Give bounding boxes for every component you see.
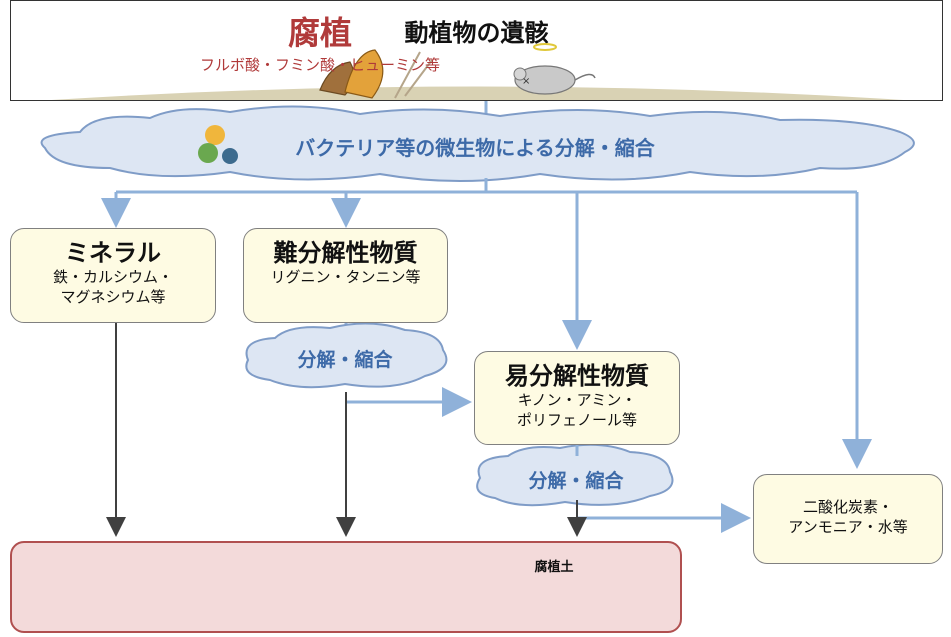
humus-box — [10, 541, 682, 633]
mineral-title: ミネラル — [65, 239, 161, 267]
decomp-label-1: 分解・縮合 — [297, 349, 393, 371]
labile-sub-2: ポリフェノール等 — [516, 411, 637, 429]
humus-sub: フルボ酸・フミン酸・ヒューミン等 — [199, 56, 440, 74]
mineral-sub-1: 鉄・カルシウム・ — [52, 268, 173, 286]
co2-sub-1: 二酸化炭素・ — [802, 498, 893, 516]
labile-title: 易分解性物質 — [505, 362, 649, 390]
microbes-icon — [198, 125, 238, 164]
co2-box: 二酸化炭素・ アンモニア・水等 — [753, 474, 943, 564]
mouse-icon: × — [513, 43, 596, 95]
remains-title: 動植物の遺骸 — [404, 19, 549, 47]
bacteria-cloud — [40, 105, 915, 182]
labile-sub-1: キノン・アミン・ — [517, 391, 637, 409]
mineral-sub-2: マグネシウム等 — [60, 288, 166, 306]
leaves-icon — [319, 49, 433, 99]
bacteria-label: バクテリア等の微生物による分解・縮合 — [295, 136, 655, 160]
decomp-cloud-1 — [245, 322, 448, 389]
mineral-box: ミネラル 鉄・カルシウム・ マグネシウム等 — [10, 228, 216, 323]
labile-box: 易分解性物質 キノン・アミン・ ポリフェノール等 — [474, 351, 680, 445]
co2-sub-2: アンモニア・水等 — [788, 518, 908, 536]
svg-text:×: × — [522, 76, 530, 87]
humus-title: 腐植 — [287, 14, 352, 52]
refractory-box: 難分解性物質 リグニン・タンニン等 — [243, 228, 448, 323]
decomp-cloud-2 — [476, 443, 674, 507]
decomp-label-2: 分解・縮合 — [528, 470, 624, 492]
source-remains-box: 動植物の遺骸 — [10, 0, 943, 101]
refractory-title: 難分解性物質 — [273, 239, 418, 267]
refractory-sub: リグニン・タンニン等 — [270, 268, 421, 286]
ground-mound — [51, 86, 904, 100]
humus-bag-label: 腐植土 — [534, 560, 574, 575]
